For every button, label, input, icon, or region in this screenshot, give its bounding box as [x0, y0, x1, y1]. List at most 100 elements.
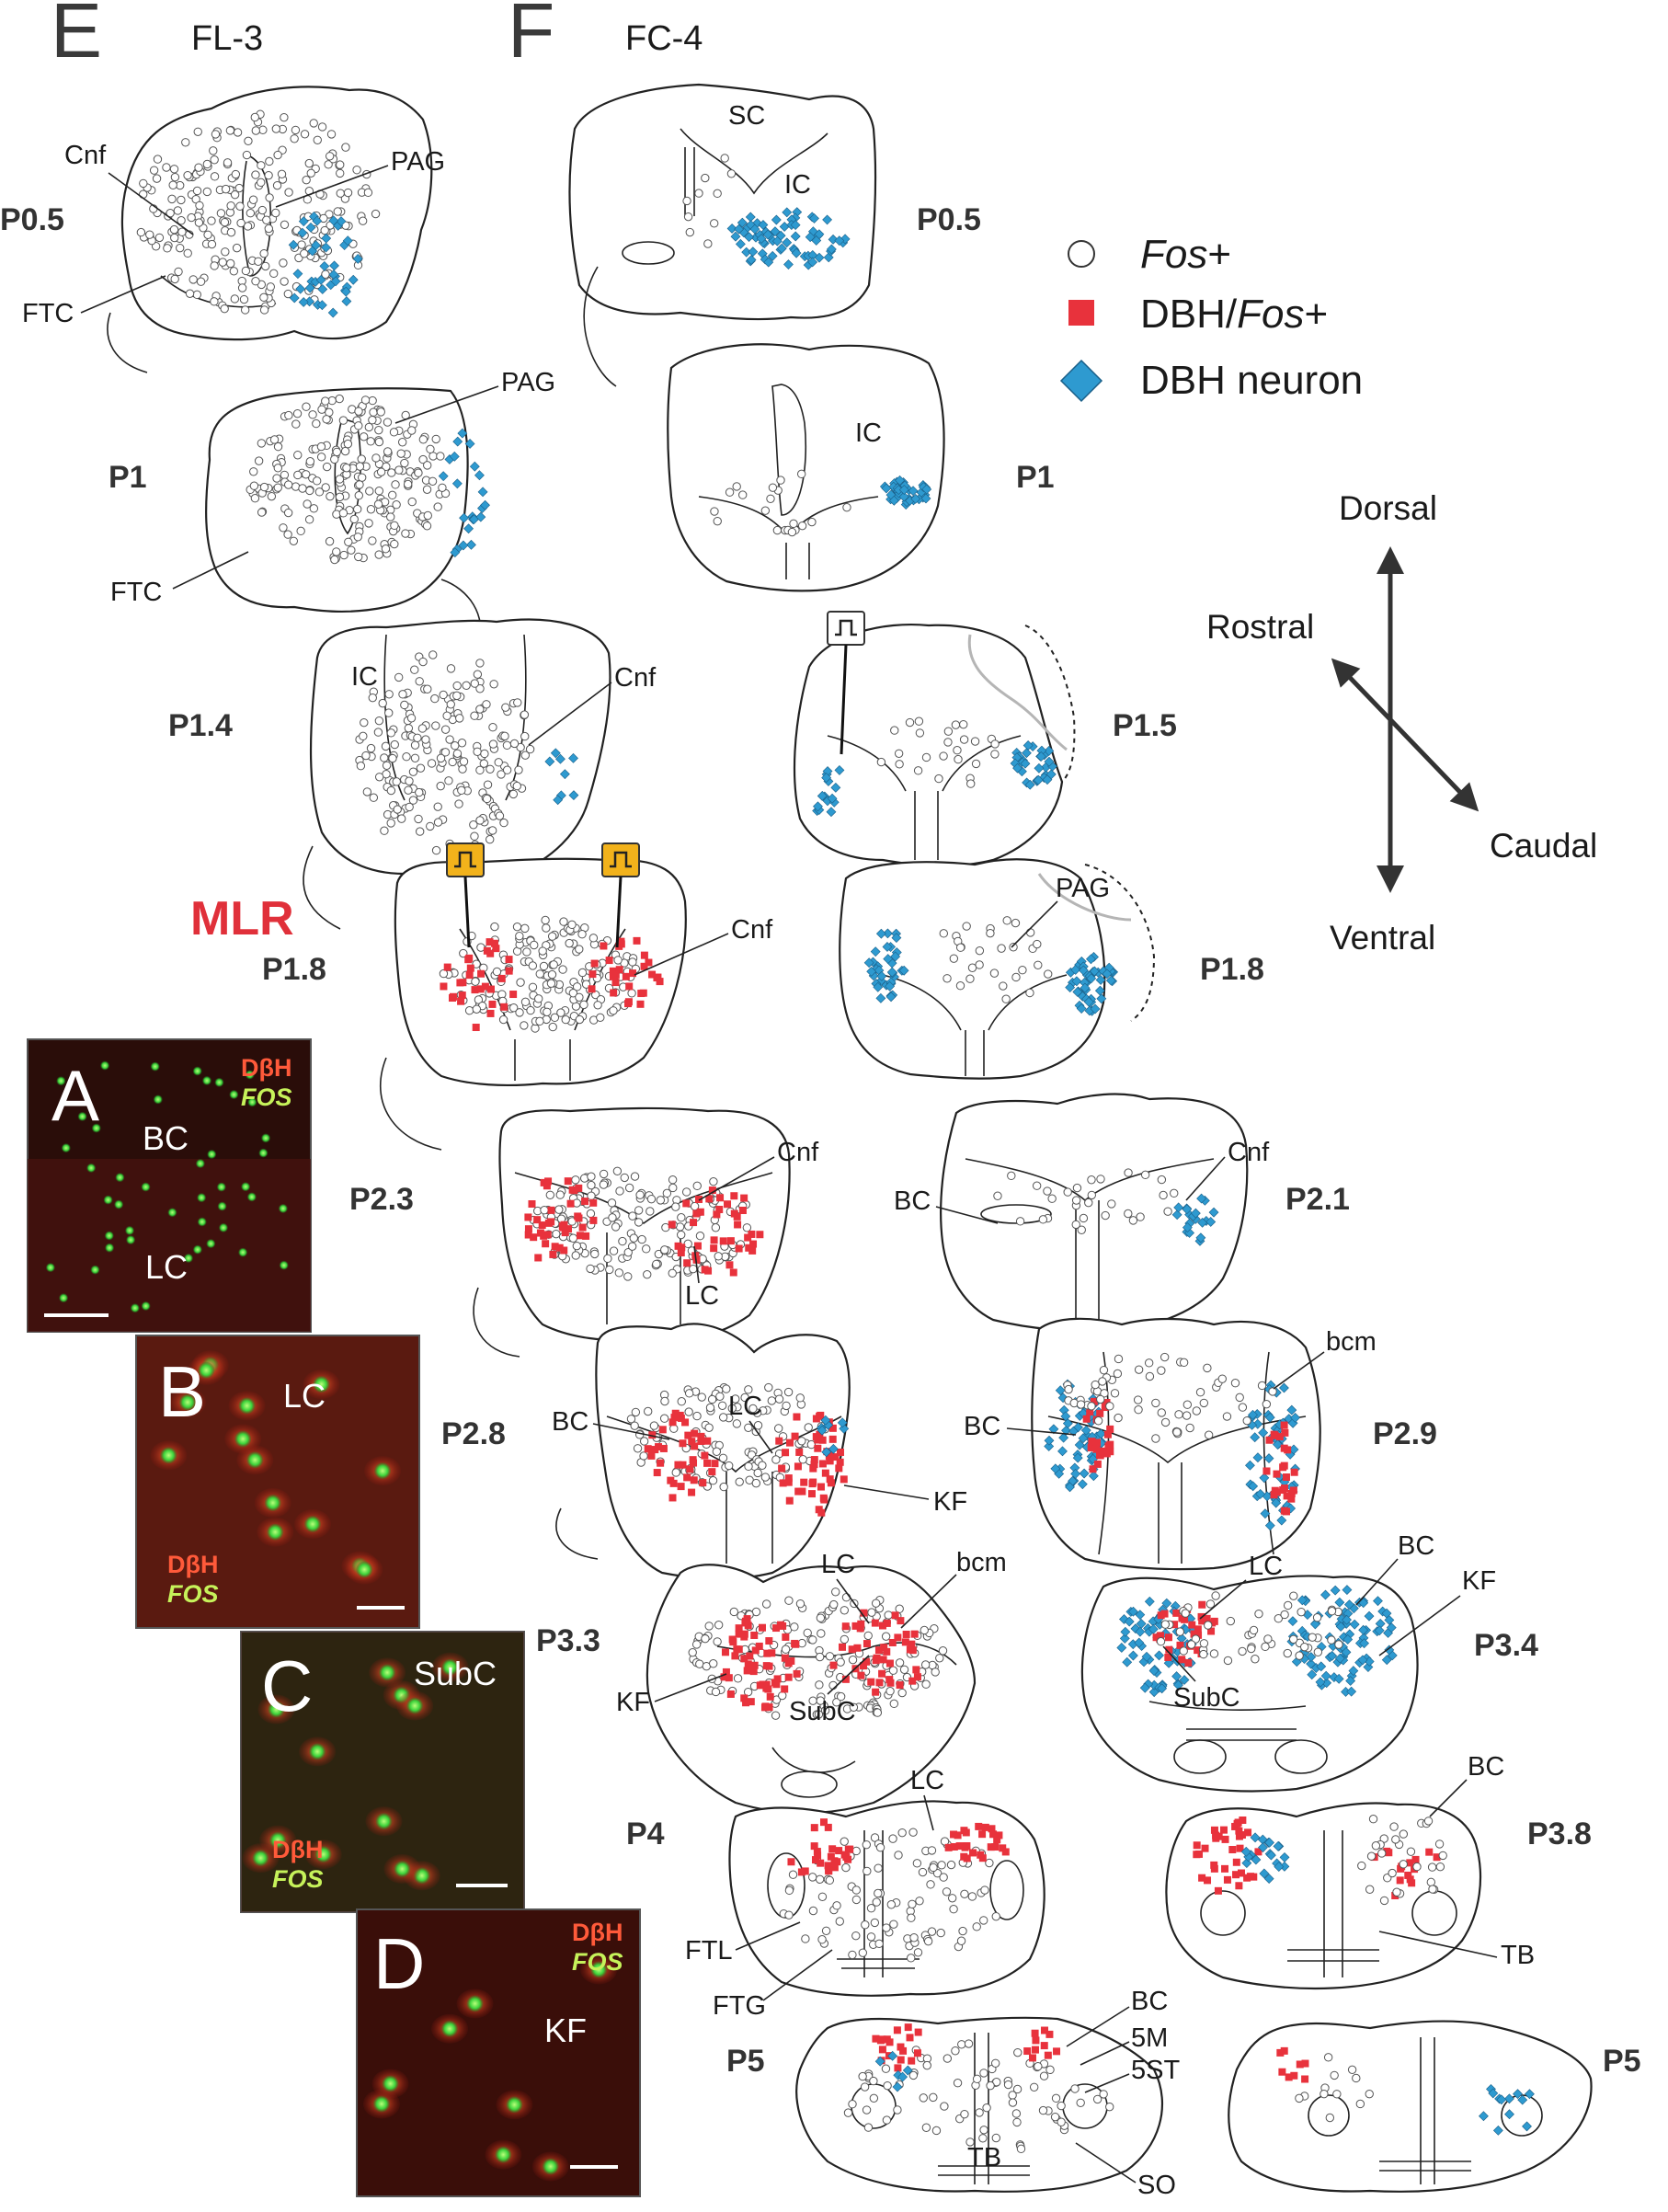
fos-cell-marker [753, 1468, 762, 1478]
dbh-fos-cell-marker [791, 1639, 799, 1647]
dbh-neuron-cell-marker [1264, 1412, 1275, 1423]
dbh-fos-cell-marker [1280, 1507, 1288, 1515]
fos-cell-marker [396, 449, 406, 458]
fos-cell-marker [575, 992, 584, 1002]
dbh-fos-cell-marker [1089, 1465, 1097, 1473]
dbh-fos-cell-marker [750, 1631, 759, 1639]
micrograph-a-lc: LC [145, 1248, 188, 1286]
dbh-neuron-cell-marker [875, 992, 886, 1003]
micrograph-b-fos: FOS [167, 1580, 219, 1608]
legend-dbh-fos-italic: Fos [1237, 292, 1304, 337]
fos-cell-marker [305, 457, 315, 466]
fos-cell-marker [1038, 1215, 1048, 1224]
fos-cell-marker [624, 1183, 634, 1193]
dbh-fos-cell-marker [844, 1855, 852, 1863]
fos-cell-marker [975, 2108, 984, 2117]
dbh-neuron-cell-marker [1078, 1433, 1089, 1444]
fos-cell-marker [1299, 1642, 1309, 1652]
dbh-neuron-cell-marker [908, 486, 919, 497]
section-f-p2-1 [940, 1093, 1249, 1333]
fos-cell-marker [1009, 943, 1018, 952]
dbh-neuron-cell-marker [288, 239, 299, 250]
dbh-fos-cell-marker [1280, 1421, 1288, 1429]
fos-cell-marker [489, 680, 498, 689]
fos-cell-marker [965, 974, 975, 983]
fos-cell-marker [726, 169, 737, 178]
fos-cell-marker [305, 486, 314, 496]
dbh-fos-cell-marker [878, 1669, 886, 1678]
fos-cell-marker [959, 719, 968, 729]
fos-cell-marker [413, 733, 422, 742]
dbh-fos-cell-marker [814, 1436, 822, 1444]
fos-cell-marker [599, 1180, 609, 1189]
dbh-fos-cell-marker [735, 1645, 743, 1654]
fos-cell-marker [771, 1455, 781, 1464]
fos-cell-marker [1002, 916, 1011, 925]
fos-cell-marker [927, 1927, 937, 1936]
fos-cell-marker [559, 917, 568, 926]
dbh-fos-cell-marker [624, 998, 633, 1006]
fos-cell-marker [462, 681, 471, 691]
fos-cell-marker [774, 1394, 784, 1404]
fos-cell-marker [448, 757, 457, 767]
label-e-5m: 5M [1131, 2023, 1168, 2053]
dbh-fos-cell-marker [950, 1830, 958, 1839]
dbh-neuron-cell-marker [874, 2056, 885, 2067]
dbh-fos-cell-marker [679, 1461, 687, 1469]
dbh-fos-cell-marker [625, 982, 634, 991]
fos-cell-marker [894, 749, 904, 758]
dbh-neuron-cell-marker [1195, 1232, 1206, 1244]
fos-cell-marker [970, 737, 980, 746]
dbh-neuron-cell-marker [887, 2050, 898, 2061]
dbh-neuron-cell-marker [881, 483, 892, 494]
fos-cell-marker [436, 781, 445, 791]
fos-cell-marker [322, 462, 332, 472]
dbh-fos-cell-marker [703, 1459, 712, 1467]
fos-cell-marker [608, 1213, 617, 1222]
fos-cell-marker [1327, 1635, 1336, 1645]
fos-cell-marker [283, 530, 292, 539]
dbh-fos-cell-marker [875, 1679, 884, 1687]
dbh-fos-cell-marker [1280, 1444, 1288, 1452]
fos-cell-marker [421, 735, 430, 744]
panel-e-title: FL-3 [191, 19, 263, 58]
fos-cell-marker [415, 677, 424, 686]
dbh-fos-cell-marker [1164, 1653, 1172, 1661]
fos-cell-marker [433, 802, 442, 811]
fos-cell-marker [354, 407, 363, 416]
dbh-neuron-cell-marker [876, 970, 887, 981]
dbh-fos-cell-marker [684, 1431, 692, 1439]
dbh-fos-cell-marker [766, 1692, 774, 1701]
fos-cell-marker [760, 1473, 771, 1482]
label-e-tb: TB [967, 2143, 1001, 2172]
fos-cell-marker [520, 710, 530, 719]
dbh-fos-cell-marker [1172, 1609, 1181, 1617]
panel-f-sections [568, 83, 1593, 2193]
label-e-ftl-h: FTL [685, 1936, 733, 1966]
fos-cell-marker [226, 227, 236, 237]
dbh-fos-cell-marker [1280, 1461, 1288, 1470]
dbh-fos-cell-marker [609, 972, 617, 980]
fos-cell-marker [192, 186, 202, 196]
dbh-neuron-cell-marker [1148, 1666, 1160, 1676]
fos-cell-marker [302, 402, 311, 411]
fos-cell-marker [972, 1922, 981, 1931]
fos-cell-marker [436, 753, 446, 763]
fos-cell-marker [840, 1606, 850, 1615]
dbh-fos-cell-marker [588, 970, 597, 979]
fos-cell-marker [788, 1870, 798, 1879]
dbh-fos-cell-marker [818, 1460, 827, 1468]
dbh-neuron-cell-marker [1263, 1453, 1274, 1464]
legend: Fos+ DBH/Fos+ DBH neuron [1059, 232, 1363, 403]
dbh-fos-cell-marker [677, 1483, 685, 1491]
dbh-fos-cell-marker [751, 1646, 760, 1655]
fos-cell-marker [1157, 1408, 1166, 1417]
fos-cell-marker [956, 1936, 966, 1945]
dbh-fos-cell-marker [570, 1186, 578, 1195]
fos-cell-marker [341, 143, 350, 152]
fos-cell-marker [373, 499, 383, 509]
fos-cell-marker [1156, 1636, 1166, 1646]
fos-cell-marker [1391, 1835, 1400, 1844]
dbh-neuron-cell-marker [1264, 1837, 1274, 1848]
dbh-fos-cell-marker [566, 1199, 575, 1208]
